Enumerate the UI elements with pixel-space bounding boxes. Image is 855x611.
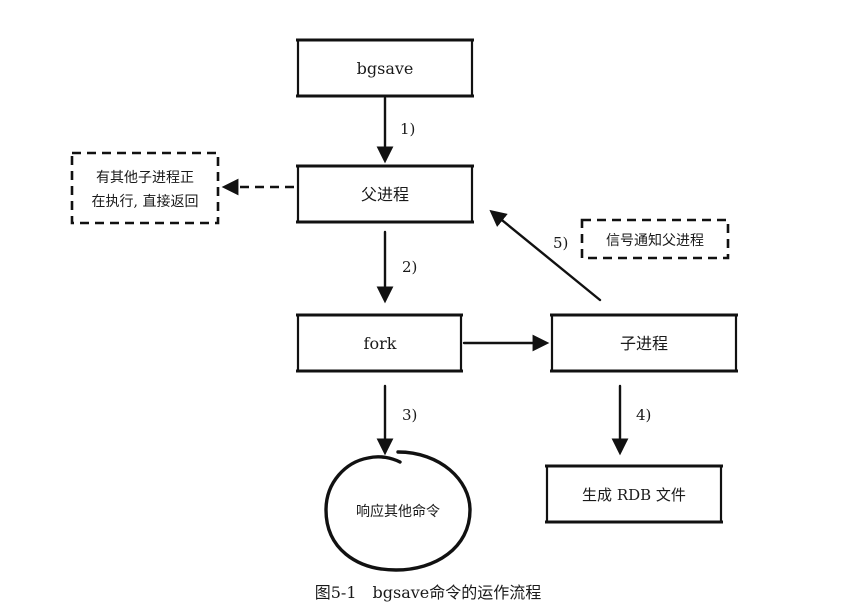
bgsave-node: bgsave: [296, 38, 474, 98]
other-line2: 在执行, 直接返回: [92, 193, 199, 210]
other-line1: 有其他子进程正: [96, 170, 194, 186]
fork-node: fork: [296, 313, 463, 373]
fork-label: fork: [364, 334, 397, 353]
child-node: 子进程: [550, 313, 738, 373]
step5-label: 5): [553, 234, 568, 252]
rdb-label: 生成 RDB 文件: [582, 486, 686, 504]
respond-node: 响应其他命令: [324, 450, 472, 572]
respond-label: 响应其他命令: [356, 503, 440, 520]
signal-label: 信号通知父进程: [606, 232, 704, 249]
step4-label: 4): [636, 406, 651, 424]
parent-node: 父进程: [296, 164, 474, 224]
figure-caption: 图5-1 bgsave命令的运作流程: [315, 583, 542, 602]
step2-label: 2): [402, 258, 417, 276]
rdb-node: 生成 RDB 文件: [545, 464, 723, 524]
parent-label: 父进程: [361, 185, 409, 204]
bgsave-label: bgsave: [357, 59, 414, 78]
other-child-node: 有其他子进程正 在执行, 直接返回: [70, 151, 220, 225]
child-label: 子进程: [620, 334, 668, 353]
signal-node: 信号通知父进程: [580, 218, 730, 260]
step1-label: 1): [400, 120, 415, 138]
step3-label: 3): [402, 406, 417, 424]
arrow-child-to-parent: [489, 209, 602, 302]
